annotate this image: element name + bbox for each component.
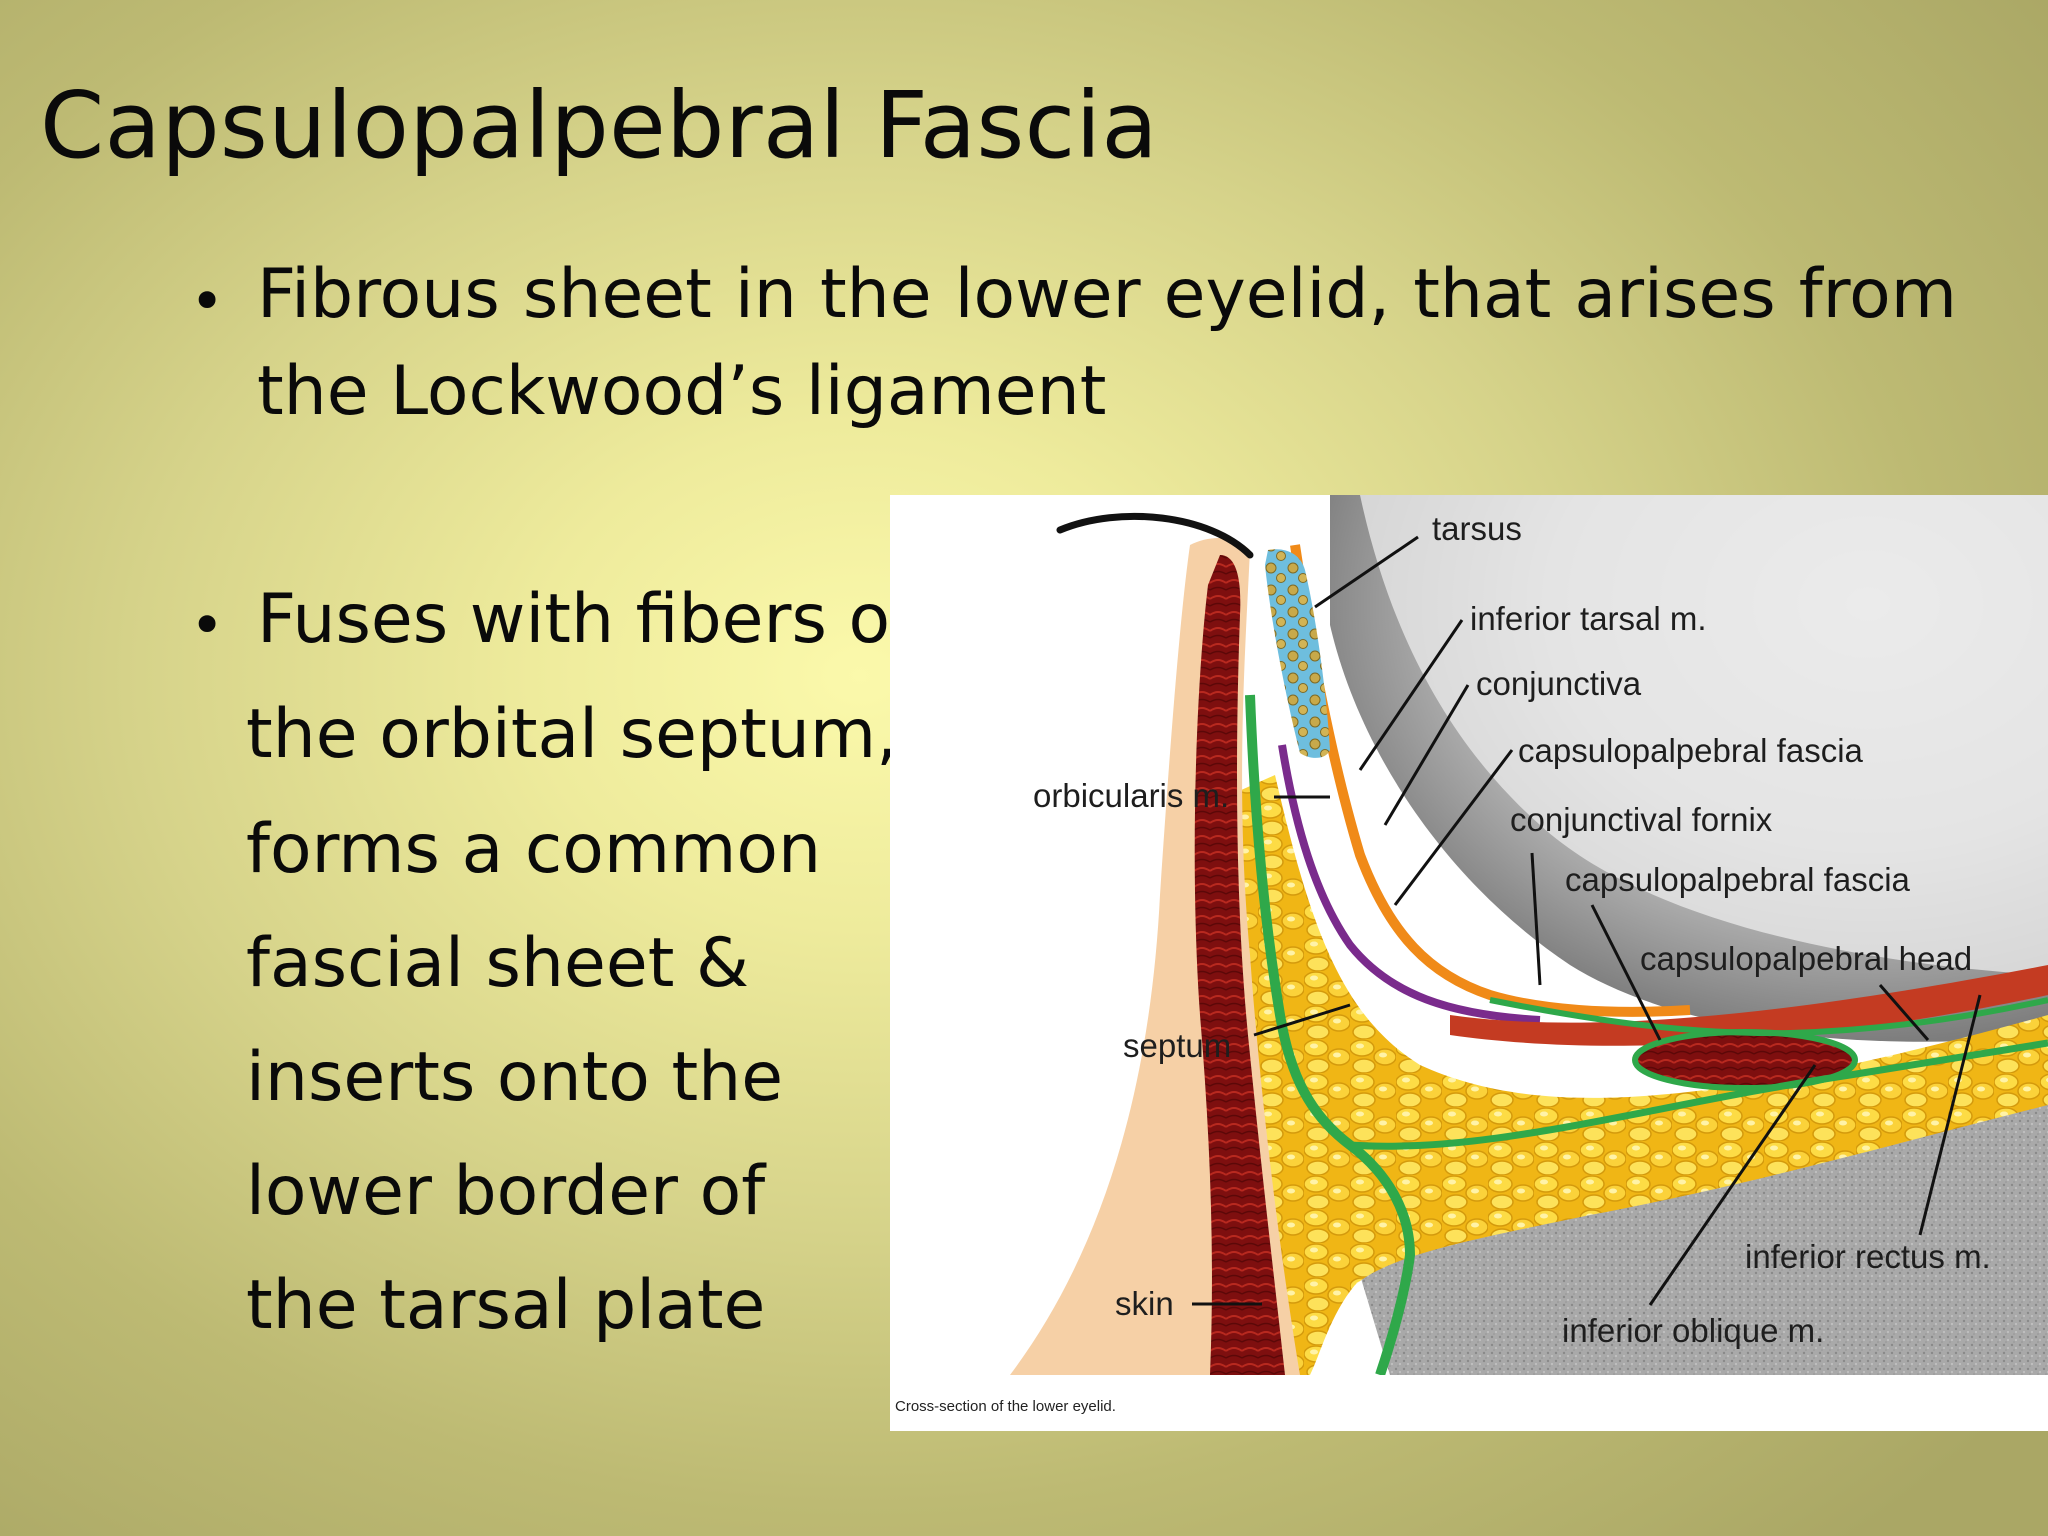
orbicularis-muscle (1194, 555, 1285, 1375)
tarsus-shape (1265, 549, 1330, 758)
label-capsulopalpebral-head: capsulopalpebral head (1640, 940, 1972, 977)
septum-line (1245, 694, 1416, 1377)
bullet-2-line-1: Fuses with fibers of (257, 580, 915, 659)
bullet-2-line-7: the tarsal plate (246, 1266, 766, 1345)
label-septum: septum (1123, 1027, 1231, 1064)
label-tarsus: tarsus (1432, 510, 1522, 547)
bullet-2-marker: • (190, 591, 225, 659)
label-capsulopalpebral-fascia-1: capsulopalpebral fascia (1518, 732, 1864, 769)
capsulopalpebral-band (1450, 965, 2048, 1046)
bullet-1-marker: • (190, 267, 225, 335)
bullet-2-line-6: lower border of (246, 1152, 766, 1231)
orbital-fat (1230, 775, 2048, 1375)
label-inferior-oblique: inferior oblique m. (1562, 1312, 1824, 1349)
label-skin: skin (1115, 1285, 1174, 1322)
caption-strip (890, 1375, 2048, 1431)
bullet-2-line-5: inserts onto the (246, 1038, 784, 1117)
slide-title: Capsulopalpebral Fascia (40, 72, 1159, 179)
label-capsulopalpebral-fascia-2: capsulopalpebral fascia (1565, 861, 1911, 898)
label-conjunctiva: conjunctiva (1476, 665, 1642, 702)
leader-lines (1192, 535, 1982, 1306)
bullet-2-line-4: fascial sheet & (246, 924, 749, 1003)
globe-highlight (1360, 495, 2048, 975)
figure-caption: Cross-section of the lower eyelid. (895, 1398, 1116, 1415)
bullet-1-line-1: Fibrous sheet in the lower eyelid, that … (257, 255, 1957, 334)
eyelid-cross-section-figure: tarsus inferior tarsal m. conjunctiva ca… (890, 495, 2048, 1431)
label-inferior-rectus: inferior rectus m. (1745, 1238, 1991, 1275)
fascia-line-lower (1349, 1039, 2048, 1150)
label-conjunctival-fornix: conjunctival fornix (1510, 801, 1773, 838)
label-inferior-tarsal: inferior tarsal m. (1470, 600, 1707, 637)
bullet-2-line-2: the orbital septum, (246, 695, 898, 774)
bullet-1-line-2: the Lockwood’s ligament (257, 352, 1107, 431)
inferior-tarsal-muscle (1278, 744, 1541, 1024)
label-orbicularis: orbicularis m. (1033, 777, 1229, 814)
bullet-2-line-3: forms a common (246, 810, 822, 889)
eyelash (1056, 512, 1254, 559)
